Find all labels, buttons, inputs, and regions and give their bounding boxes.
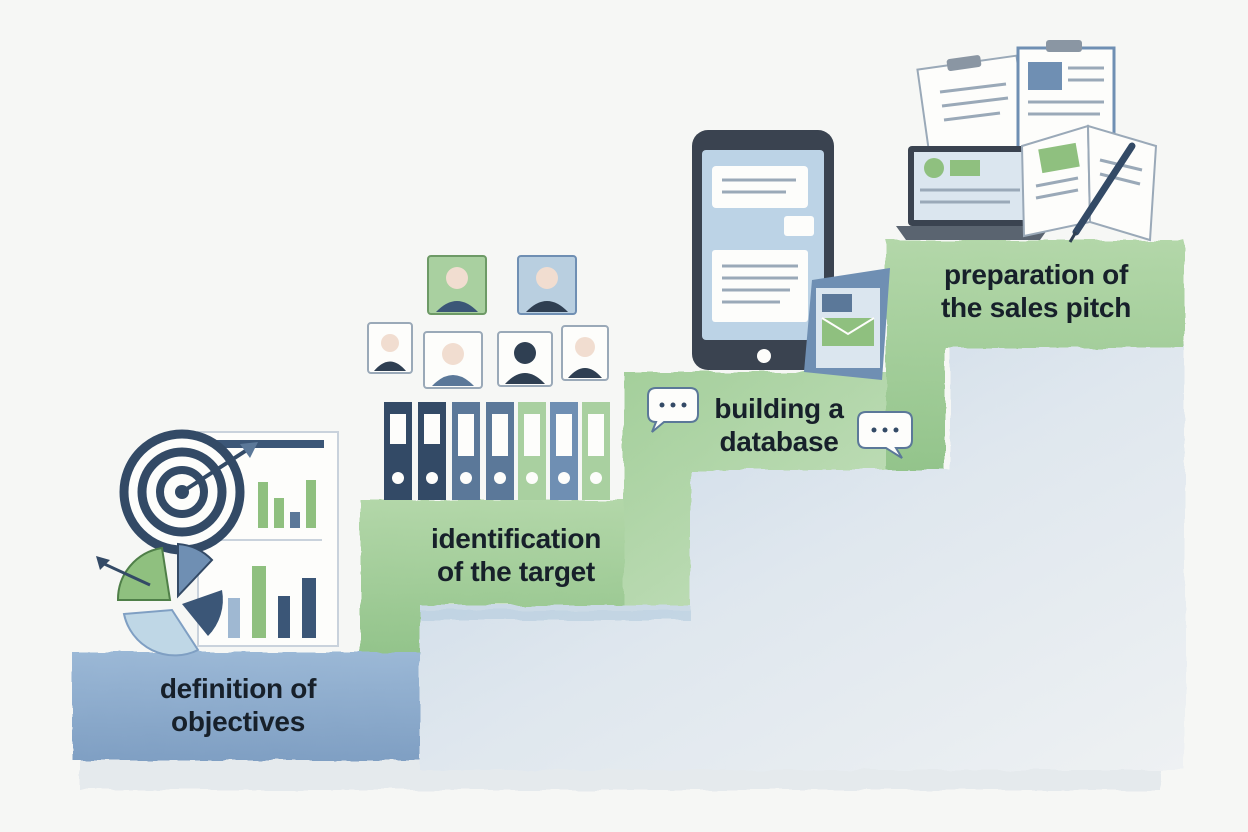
step-1-label-line2: objectives — [171, 706, 305, 737]
person-portrait-icon — [427, 255, 487, 315]
binder-icon — [384, 402, 412, 500]
pie-chart-icon — [96, 542, 223, 657]
step-1-label: definition of objectives — [118, 672, 358, 738]
binder-icon — [582, 402, 610, 500]
binder-icon — [452, 402, 480, 500]
step-4-label: preparation of the sales pitch — [916, 258, 1156, 324]
laptop-icon — [896, 146, 1050, 240]
chat-bubble-icon — [647, 387, 699, 433]
step-4-label-line2: the sales pitch — [940, 292, 1131, 323]
target-icon — [119, 429, 258, 555]
step-2-riser — [420, 605, 690, 620]
step-1-block — [72, 652, 420, 760]
person-portrait-icon — [367, 322, 413, 374]
brochure-icon — [804, 268, 890, 380]
step-2-label: identification of the target — [400, 522, 632, 588]
step-3-label: building a database — [694, 392, 864, 458]
step-4-block — [886, 240, 1184, 470]
person-portrait-icon — [517, 255, 577, 315]
binder-icon — [550, 402, 578, 500]
binder-icon — [518, 402, 546, 500]
stair-body — [420, 345, 1185, 770]
step-2-block — [360, 500, 640, 652]
step-1-label-line1: definition of — [159, 673, 317, 704]
step-3-label-line2: database — [719, 426, 839, 457]
binder-icon — [418, 402, 446, 500]
step-3-label-line1: building a — [714, 393, 844, 424]
smartphone-icon — [692, 130, 834, 370]
person-portrait-icon — [423, 331, 483, 389]
chat-bubble-icon — [857, 411, 913, 459]
person-portrait-icon — [497, 331, 553, 387]
person-portrait-icon — [561, 325, 609, 381]
step-2-label-line1: identification — [430, 523, 602, 554]
open-book-icon — [1020, 124, 1158, 242]
binder-icon — [486, 402, 514, 500]
step-4-label-line1: preparation of — [943, 259, 1129, 290]
step-2-label-line2: of the target — [437, 556, 595, 587]
pen-icon — [1068, 142, 1136, 243]
